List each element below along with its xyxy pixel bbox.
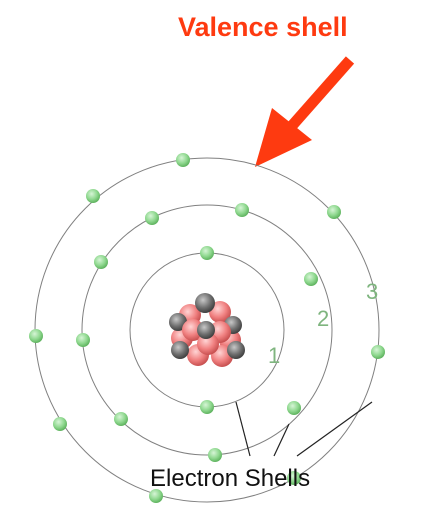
electron-shells-caption: Electron Shells <box>150 465 310 492</box>
valence-arrow <box>255 60 350 167</box>
electron <box>29 329 43 343</box>
electron <box>76 333 90 347</box>
shell-number-2: 2 <box>317 306 329 331</box>
electron <box>145 211 159 225</box>
electron <box>114 412 128 426</box>
electron <box>176 153 190 167</box>
neutron <box>195 293 215 313</box>
electron <box>53 417 67 431</box>
electron <box>86 189 100 203</box>
neutron <box>171 341 189 359</box>
nucleus <box>169 293 245 367</box>
electron <box>235 203 249 217</box>
electron <box>304 272 318 286</box>
shell-number-3: 3 <box>366 279 378 304</box>
electron <box>208 448 222 462</box>
electron <box>371 345 385 359</box>
electron <box>327 205 341 219</box>
electron <box>94 255 108 269</box>
electron <box>200 400 214 414</box>
neutron <box>227 341 245 359</box>
electron <box>200 246 214 260</box>
neutron <box>197 321 215 339</box>
electron <box>287 401 301 415</box>
caption-pointer-lines <box>236 402 372 456</box>
shell-number-1: 1 <box>268 343 280 368</box>
